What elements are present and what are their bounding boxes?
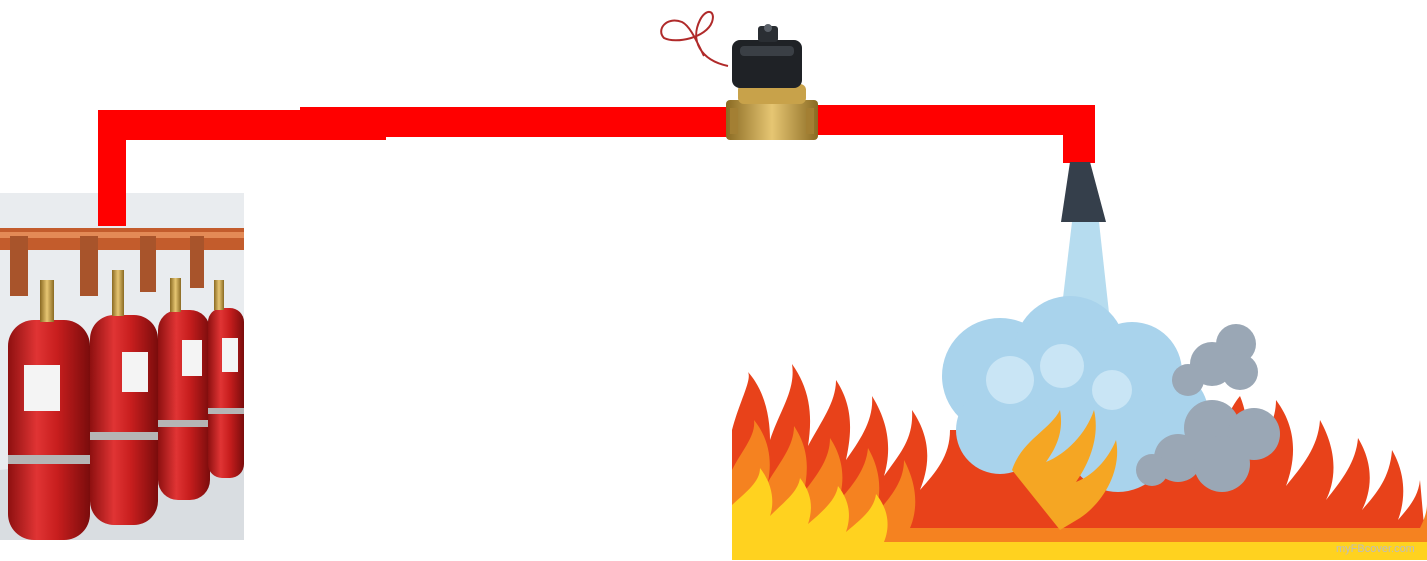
watermark: myFBcover.com bbox=[1336, 543, 1415, 555]
pipe-middle-run bbox=[300, 107, 740, 137]
manifold-pipe bbox=[0, 228, 244, 250]
pipe-right-run bbox=[800, 105, 1095, 135]
smoke-cloud-icon bbox=[1172, 324, 1258, 396]
pipe bbox=[98, 105, 1095, 226]
pipe-elbow-down bbox=[1063, 105, 1095, 163]
valve-base bbox=[726, 100, 818, 140]
valve-wire bbox=[661, 12, 728, 66]
cylinder-bank bbox=[0, 193, 244, 540]
spray-nozzle-icon bbox=[1061, 162, 1106, 222]
